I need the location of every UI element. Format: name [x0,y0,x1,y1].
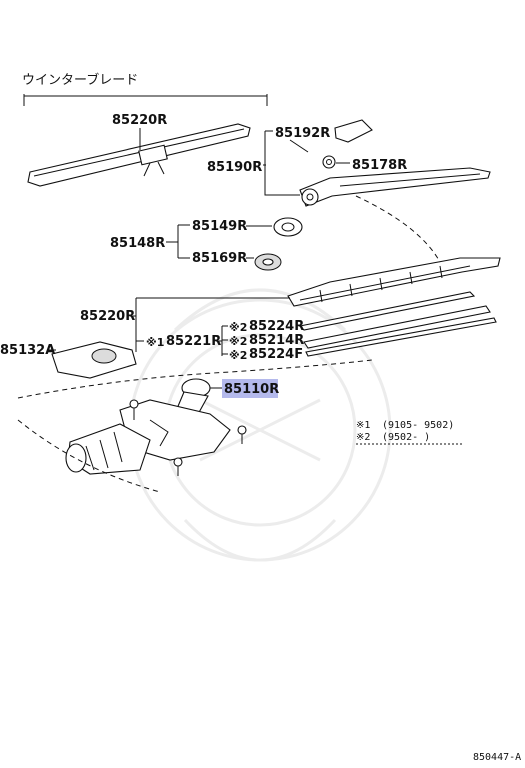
label-85169r[interactable]: 85169R [192,251,247,266]
diagram-code: 850447-A [473,752,521,763]
label-85178r[interactable]: 85178R [352,158,407,173]
label-85224r[interactable]: 85224R [249,319,304,334]
diagram-title: ウインターブレード [22,72,138,88]
label-85214r[interactable]: 85214R [249,333,304,348]
label-85149r[interactable]: 85149R [192,219,247,234]
wiper-blade [287,257,501,307]
label-85224f[interactable]: 85224F [249,347,303,362]
label-85148r[interactable]: 85148R [110,236,165,251]
label-85132a[interactable]: 85132A [0,343,55,358]
wiper-motor [65,378,247,476]
nut [322,155,336,169]
label-85190r[interactable]: 85190R [207,160,262,175]
label-85224r-mark: ※2 [229,321,247,334]
label-85220r-mid[interactable]: 85220R [80,309,135,324]
arm-cap [334,119,373,143]
pivot-washer [254,253,282,271]
note-1-mark: ※1 [356,420,370,431]
label-85110r[interactable]: 85110R [224,382,279,397]
label-85224f-mark: ※2 [229,349,247,362]
winter-blade [27,123,251,187]
note-2-text: (9502- ) [382,432,430,443]
note-1-text: (9105- 9502) [382,420,454,431]
label-85214r-mark: ※2 [229,335,247,348]
blade-rubber-strips [298,291,497,357]
label-85192r[interactable]: 85192R [275,126,330,141]
label-85220r-top[interactable]: 85220R [112,113,167,128]
pivot-bushing [273,217,303,237]
label-85221r[interactable]: 85221R [166,334,221,349]
highlight-85110r [222,379,278,398]
wiper-arm [299,167,491,207]
note-2-mark: ※2 [356,432,370,443]
notes: ※1 (9105- 9502) ※2 (9502- ) [356,420,462,445]
body-outline [17,359,373,399]
label-85221r-mark: ※1 [146,336,164,349]
motor-cover [51,341,137,379]
